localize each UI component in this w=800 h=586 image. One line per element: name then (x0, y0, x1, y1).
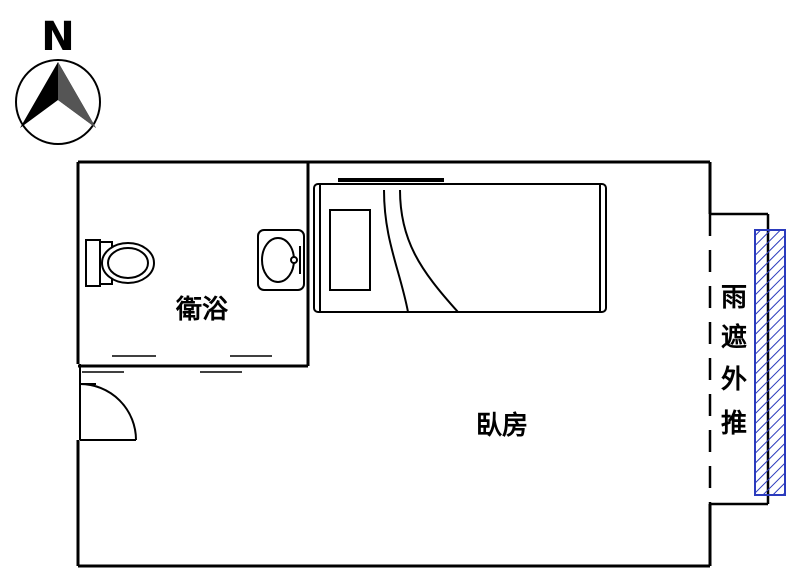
balcony-label-char: 推 (721, 409, 747, 439)
north-compass: N (15, 14, 101, 145)
balcony-label-char: 遮 (721, 322, 747, 353)
balcony-label: 雨 遮 外 推 (721, 283, 747, 439)
north-label: N (41, 14, 74, 60)
bedroom-label: 臥房 (476, 411, 528, 441)
compass-circle (15, 59, 101, 145)
walls (76, 160, 712, 568)
bed-icon (313, 178, 607, 313)
compass-arrow-shade-icon (58, 62, 96, 128)
bathroom-label: 衛浴 (175, 295, 229, 325)
balcony-label-char: 雨 (721, 283, 747, 313)
balcony-label-char: 外 (721, 365, 747, 395)
balcony-hatch (754, 229, 786, 496)
window-marks (82, 355, 272, 373)
sink-icon (257, 229, 305, 291)
door (79, 364, 137, 441)
balcony-bay (708, 212, 786, 506)
toilet-icon (85, 239, 155, 287)
